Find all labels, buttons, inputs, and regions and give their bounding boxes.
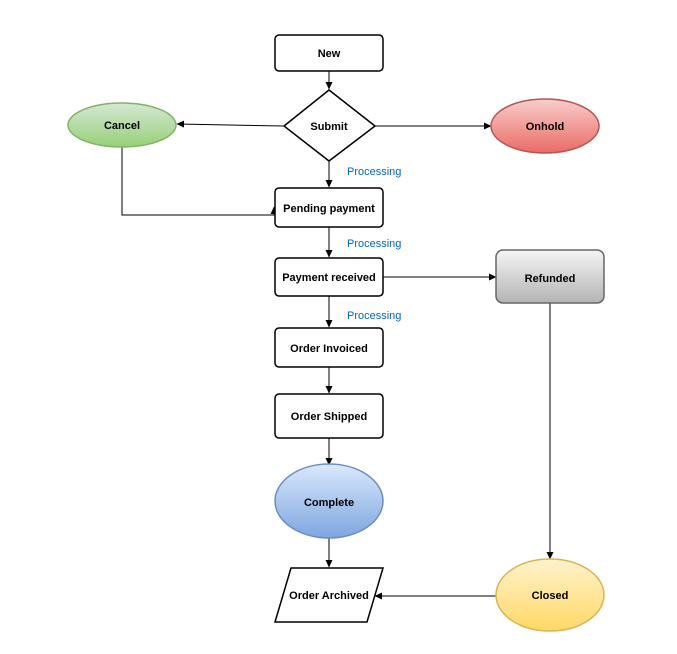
node-onhold-shape [490, 98, 600, 154]
node-order-shipped[interactable]: Order Shipped [274, 393, 384, 439]
edge-label-submit-to-pending: Processing [347, 166, 401, 178]
node-order-archived-label: Order Archived [289, 590, 369, 602]
node-onhold[interactable]: Onhold [490, 98, 600, 154]
node-closed-label: Closed [532, 590, 569, 602]
edge-cancel-to-pending [121, 146, 278, 216]
node-complete-shape [274, 463, 384, 539]
node-order-archived-shape [273, 567, 385, 623]
edge-label-received-to-invoiced: Processing [347, 310, 401, 322]
edge-submit-to-cancel [176, 120, 285, 128]
node-payment-received[interactable]: Payment received [274, 257, 384, 297]
node-complete[interactable]: Complete [274, 463, 384, 539]
node-refunded-shape [495, 249, 605, 304]
node-cancel[interactable]: Cancel [67, 102, 177, 148]
node-order-archived[interactable]: Order Archived [273, 567, 385, 623]
edges [121, 71, 554, 600]
node-pending-payment-shape [274, 187, 384, 228]
node-new[interactable]: New [274, 34, 384, 72]
node-closed-shape [495, 558, 605, 632]
node-order-shipped-label: Order Shipped [291, 411, 367, 423]
node-order-invoiced[interactable]: Order Invoiced [274, 327, 384, 368]
node-new-shape [274, 34, 384, 72]
node-order-invoiced-label: Order Invoiced [290, 343, 368, 355]
node-submit[interactable]: Submit [282, 89, 377, 162]
node-submit-label: Submit [310, 121, 348, 133]
node-refunded[interactable]: Refunded [495, 249, 605, 304]
node-submit-shape [282, 89, 377, 162]
node-pending-payment-label: Pending payment [283, 203, 375, 215]
node-payment-received-label: Payment received [282, 272, 376, 284]
node-new-label: New [318, 48, 341, 60]
node-cancel-label: Cancel [104, 120, 140, 132]
node-order-invoiced-shape [274, 327, 384, 368]
node-refunded-label: Refunded [525, 273, 576, 285]
node-cancel-shape [67, 102, 177, 148]
node-payment-received-shape [274, 257, 384, 297]
edge-label-pending-to-received: Processing [347, 238, 401, 250]
node-onhold-label: Onhold [526, 121, 565, 133]
node-closed[interactable]: Closed [495, 558, 605, 632]
node-pending-payment[interactable]: Pending payment [274, 187, 384, 228]
node-complete-label: Complete [304, 497, 354, 509]
node-order-shipped-shape [274, 393, 384, 439]
